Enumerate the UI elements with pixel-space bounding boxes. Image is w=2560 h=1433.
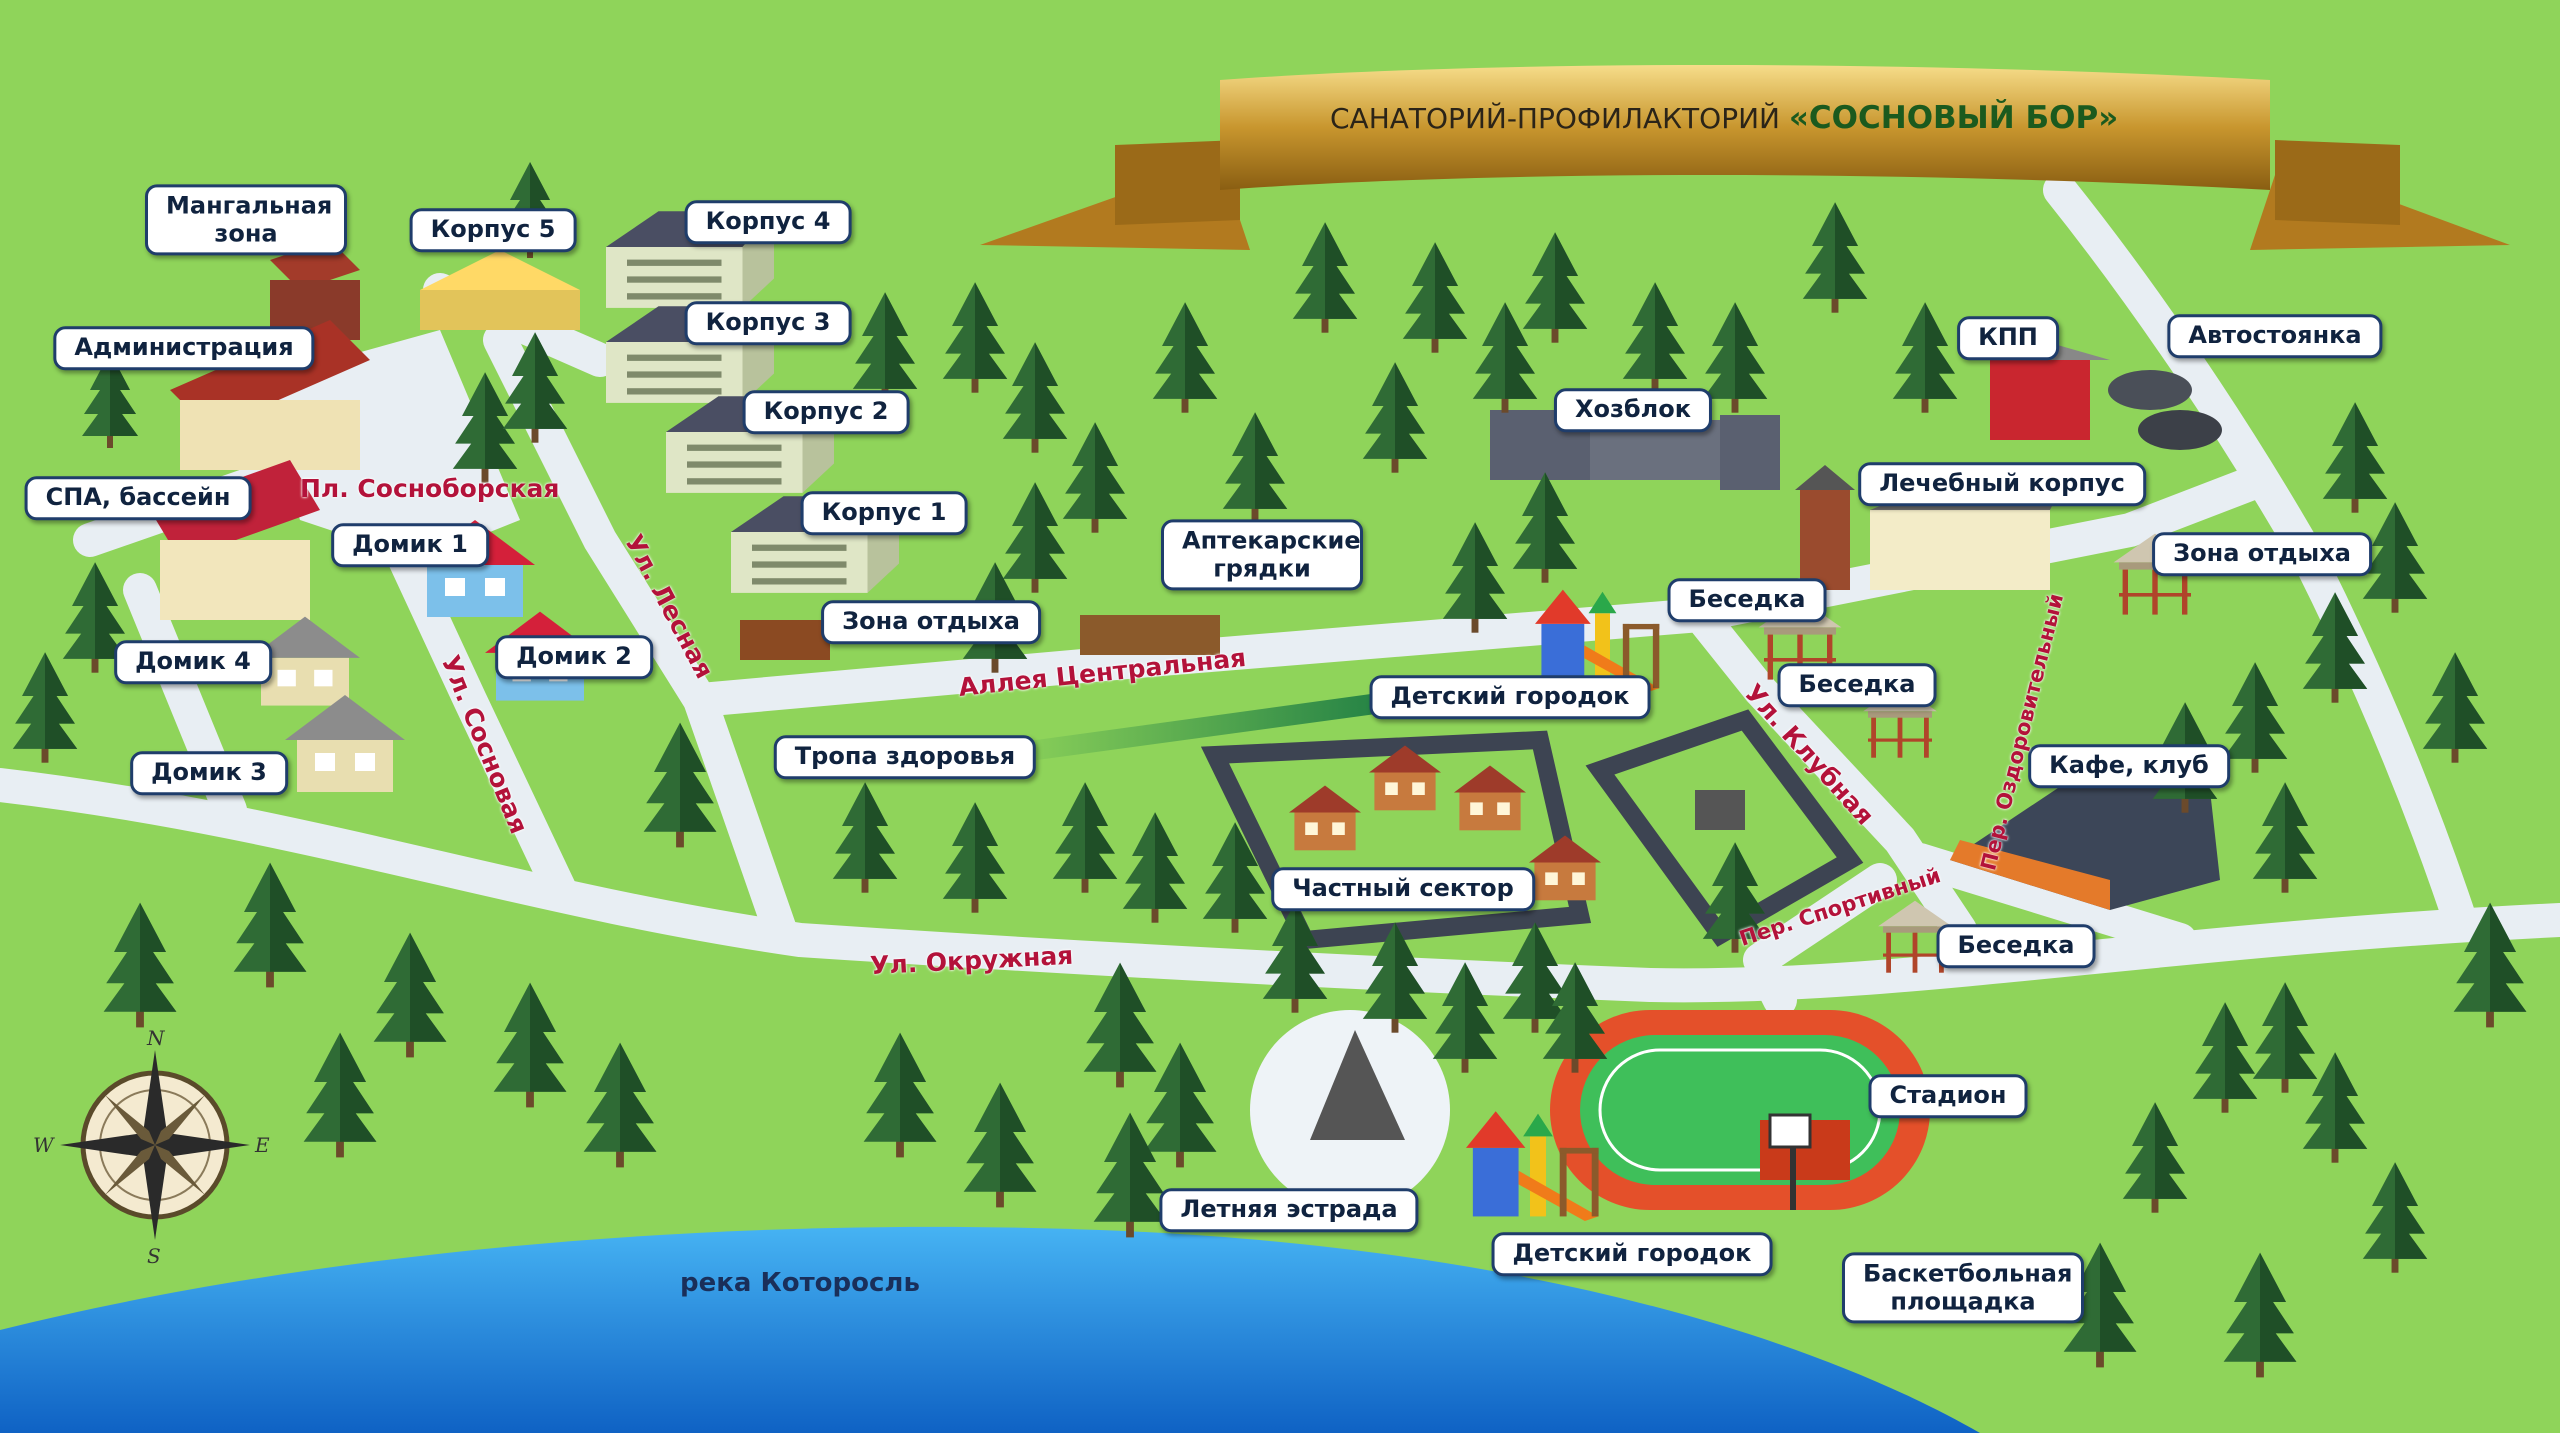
label-besedka-3[interactable]: Беседка bbox=[1936, 924, 2096, 968]
compass-w: W bbox=[33, 1133, 55, 1157]
title-prefix: САНАТОРИЙ-ПРОФИЛАКТОРИЙ bbox=[1330, 102, 1780, 135]
hozblok-small bbox=[1695, 790, 1745, 830]
label-besedka-1[interactable]: Беседка bbox=[1667, 578, 1827, 622]
river-label: река Которосль bbox=[680, 1268, 920, 1298]
car bbox=[2108, 370, 2192, 410]
compass-rose: N S E W bbox=[33, 1026, 270, 1268]
label-tropa[interactable]: Тропа здоровья bbox=[773, 735, 1037, 779]
title-name: «СОСНОВЫЙ БОР» bbox=[1788, 100, 2119, 136]
label-estrada[interactable]: Летняя эстрада bbox=[1159, 1188, 1419, 1232]
label-korpus-5[interactable]: Корпус 5 bbox=[409, 208, 577, 252]
label-stadion[interactable]: Стадион bbox=[1868, 1074, 2028, 1118]
label-besedka-2[interactable]: Беседка bbox=[1777, 663, 1937, 707]
garden-beds bbox=[1080, 615, 1220, 655]
label-domik-4[interactable]: Домик 4 bbox=[114, 640, 272, 684]
label-kafe[interactable]: Кафе, клуб bbox=[2028, 744, 2230, 788]
compass-e: E bbox=[254, 1133, 270, 1157]
label-korpus-2[interactable]: Корпус 2 bbox=[742, 390, 910, 434]
label-mangal[interactable]: Мангальная зона bbox=[145, 184, 347, 256]
label-avtostoyanka[interactable]: Автостоянка bbox=[2167, 314, 2383, 358]
health-trail bbox=[1000, 690, 1405, 765]
map-title: САНАТОРИЙ-ПРОФИЛАКТОРИЙ «СОСНОВЫЙ БОР» bbox=[1330, 100, 2230, 136]
label-domik-1[interactable]: Домик 1 bbox=[331, 523, 489, 567]
estrada-tent bbox=[1310, 1030, 1405, 1140]
car bbox=[2138, 410, 2222, 450]
label-spa[interactable]: СПА, бассейн bbox=[24, 476, 252, 520]
street-ploshchad: Пл. Сосноборская bbox=[300, 474, 560, 503]
label-domik-2[interactable]: Домик 2 bbox=[495, 635, 653, 679]
stadium-drawing bbox=[1550, 1010, 1930, 1210]
title-ribbon bbox=[980, 65, 2510, 250]
label-korpus-4[interactable]: Корпус 4 bbox=[684, 200, 852, 244]
label-basket[interactable]: Баскетбольная площадка bbox=[1842, 1252, 2084, 1324]
bench bbox=[740, 620, 830, 660]
label-kpp[interactable]: КПП bbox=[1957, 316, 2059, 360]
river bbox=[0, 1226, 1980, 1433]
label-zona-otdykha-2[interactable]: Зона отдыха bbox=[2152, 532, 2372, 576]
label-chastny[interactable]: Частный сектор bbox=[1271, 867, 1535, 911]
label-lechebny[interactable]: Лечебный корпус bbox=[1858, 462, 2146, 506]
label-detsky-gorodok-1[interactable]: Детский городок bbox=[1369, 675, 1651, 719]
label-domik-3[interactable]: Домик 3 bbox=[130, 751, 288, 795]
label-apteka[interactable]: Аптекарские грядки bbox=[1161, 519, 1363, 591]
label-admin[interactable]: Администрация bbox=[53, 326, 315, 370]
plaza bbox=[260, 330, 520, 560]
label-korpus-1[interactable]: Корпус 1 bbox=[800, 491, 968, 535]
compass-n: N bbox=[146, 1026, 166, 1050]
label-hozblok[interactable]: Хозблок bbox=[1553, 388, 1713, 432]
label-detsky-gorodok-2[interactable]: Детский городок bbox=[1491, 1232, 1773, 1276]
label-zona-otdykha-1[interactable]: Зона отдыха bbox=[821, 600, 1041, 644]
label-korpus-3[interactable]: Корпус 3 bbox=[684, 301, 852, 345]
compass-s: S bbox=[147, 1244, 161, 1268]
